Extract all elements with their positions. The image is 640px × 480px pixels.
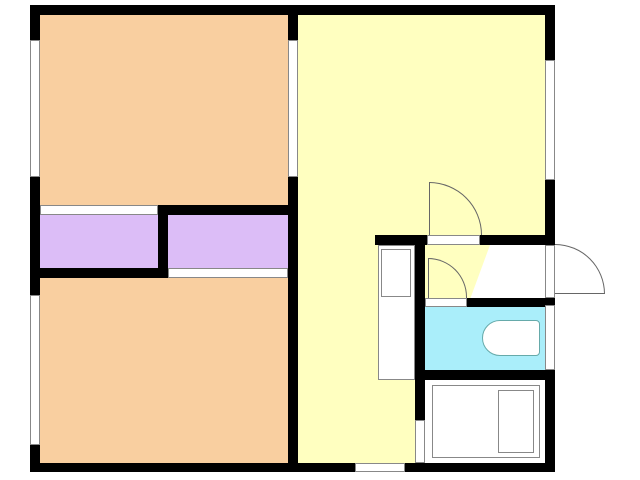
closet-right [168, 215, 288, 268]
wall [30, 5, 40, 472]
living-room [298, 15, 545, 240]
wall [158, 205, 168, 278]
window [30, 40, 40, 177]
bathtub [498, 390, 534, 453]
window [288, 40, 298, 177]
wall [40, 268, 168, 278]
window [30, 295, 40, 445]
closet-door[interactable] [40, 205, 158, 215]
wall [158, 205, 298, 215]
wall [467, 298, 555, 307]
window [545, 305, 555, 370]
window [545, 60, 555, 180]
wall [415, 370, 555, 380]
sink [381, 249, 411, 297]
bedroom-lower [40, 278, 288, 463]
bathroom [425, 380, 545, 463]
door[interactable] [425, 298, 467, 307]
window [355, 463, 405, 472]
door[interactable] [427, 235, 480, 245]
bedroom-upper [40, 15, 288, 205]
closet-door[interactable] [168, 268, 288, 278]
kitchen-counter [378, 245, 415, 380]
closet-left [40, 215, 158, 268]
entrance-door-swing [555, 244, 605, 294]
wall [545, 370, 555, 472]
bath-door[interactable] [415, 420, 425, 463]
wall [415, 235, 425, 450]
toilet-bowl [482, 320, 540, 356]
entrance-door[interactable] [545, 245, 555, 298]
wall [288, 5, 298, 470]
washbasin [432, 385, 540, 458]
